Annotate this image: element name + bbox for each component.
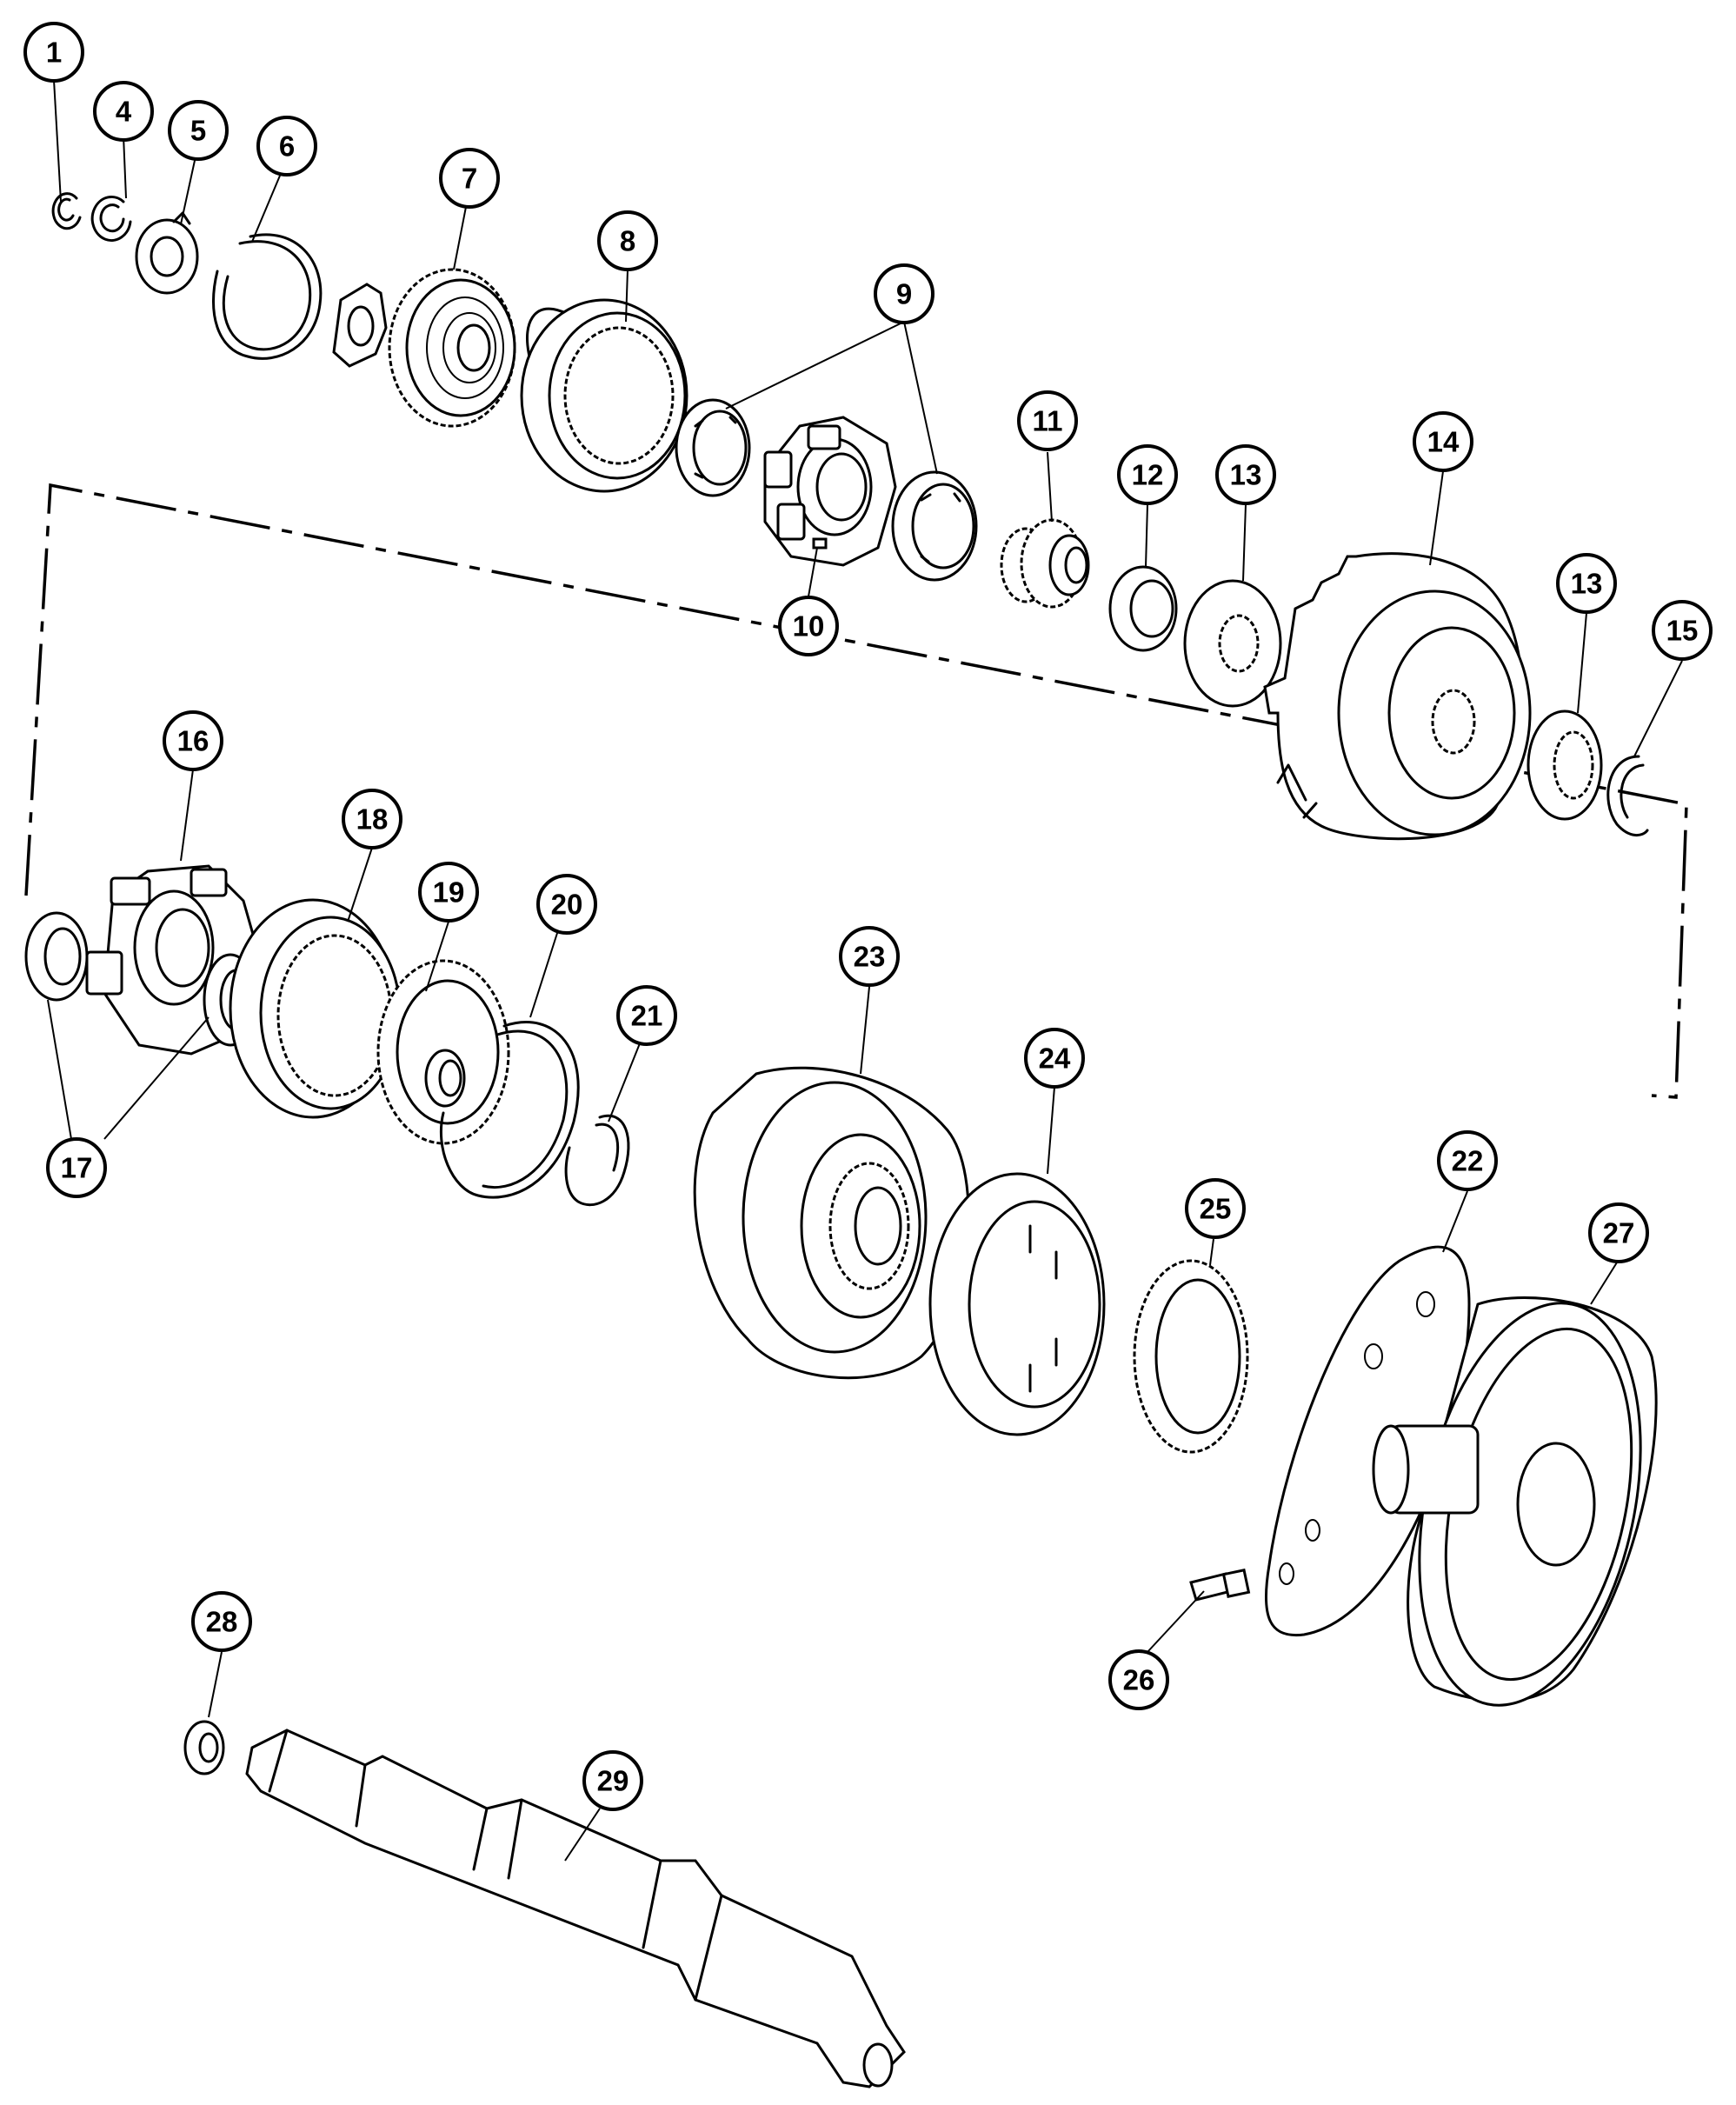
- callout-11: 11: [1017, 390, 1078, 451]
- part-sun-gear-11: [1000, 518, 1090, 609]
- callout-15: 15: [1652, 600, 1713, 661]
- part-snap-ring-15: [1606, 755, 1649, 836]
- callout-13b: 13: [1556, 553, 1617, 614]
- callout-26: 26: [1108, 1649, 1169, 1710]
- part-seal-ring-21: [564, 1114, 630, 1207]
- part-one-way-clutch-25: [1133, 1259, 1249, 1454]
- callout-18: 18: [342, 789, 402, 849]
- callout-5: 5: [168, 100, 229, 161]
- callout-4: 4: [93, 81, 154, 142]
- part-thrust-washer-5: [135, 211, 199, 295]
- part-thrust-bearing-9a: [675, 398, 751, 497]
- callout-23: 23: [839, 926, 900, 987]
- callout-13a: 13: [1215, 444, 1276, 505]
- callout-16: 16: [163, 710, 223, 771]
- callout-13a-label: 13: [1230, 459, 1262, 491]
- callout-22-label: 22: [1452, 1145, 1484, 1177]
- callout-6-label: 6: [279, 130, 295, 163]
- callout-16-label: 16: [177, 725, 210, 757]
- callout-20-label: 20: [551, 889, 583, 921]
- callout-23-label: 23: [854, 941, 886, 973]
- callout-7-label: 7: [462, 163, 477, 195]
- callout-10-label: 10: [793, 610, 825, 643]
- part-gear-7: [388, 268, 516, 428]
- part-thrust-washer-17a: [24, 911, 89, 1002]
- callout-6: 6: [256, 116, 317, 177]
- part-snap-ring-6: [211, 233, 323, 360]
- part-pump-housing-27: [1372, 1296, 1658, 1707]
- part-washer-28: [183, 1720, 225, 1775]
- callout-24: 24: [1024, 1028, 1085, 1089]
- part-clutch-drum-14: [1263, 552, 1532, 841]
- callout-15-label: 15: [1666, 615, 1699, 647]
- callout-13b-label: 13: [1571, 568, 1603, 600]
- callout-17-label: 17: [61, 1152, 93, 1184]
- callout-20: 20: [536, 874, 597, 935]
- part-clutch-plate-19: [376, 959, 510, 1145]
- callout-17: 17: [46, 1137, 107, 1198]
- callout-12: 12: [1117, 444, 1178, 505]
- callout-8-label: 8: [620, 225, 635, 257]
- callout-21-label: 21: [631, 1000, 663, 1032]
- callout-19: 19: [418, 862, 479, 923]
- callout-26-label: 26: [1123, 1664, 1155, 1696]
- part-snap-ring-4: [90, 195, 132, 242]
- part-planetary-carrier-10: [763, 416, 897, 567]
- callout-1: 1: [23, 22, 84, 83]
- part-snap-ring-1: [51, 192, 82, 230]
- part-clutch-drum-23: [693, 1066, 970, 1380]
- callout-29: 29: [582, 1750, 643, 1811]
- leader-lines: [47, 79, 1683, 1862]
- callout-27-label: 27: [1603, 1217, 1635, 1249]
- part-thrust-washer-13b: [1526, 709, 1603, 821]
- part-input-shaft-29: [245, 1729, 906, 2088]
- part-ring-gear-8: [520, 298, 688, 493]
- part-thrust-bearing-9b: [891, 470, 978, 582]
- callout-9-label: 9: [896, 278, 912, 310]
- callout-28: 28: [191, 1591, 252, 1652]
- callout-24-label: 24: [1039, 1043, 1071, 1075]
- callout-1-label: 1: [46, 37, 62, 69]
- callout-19-label: 19: [433, 876, 465, 909]
- part-ring-gear-18: [229, 898, 402, 1119]
- part-retainer-plate: [332, 283, 388, 368]
- assembly-boundary-line: [24, 483, 1688, 1099]
- callout-14-label: 14: [1427, 426, 1460, 458]
- part-gasket-22: [1264, 1245, 1471, 1637]
- part-seal-ring-20: [439, 1021, 580, 1199]
- callout-12-label: 12: [1132, 459, 1164, 491]
- callout-28-label: 28: [206, 1606, 238, 1638]
- callout-21: 21: [616, 985, 677, 1046]
- callout-4-label: 4: [116, 96, 132, 128]
- callout-5-label: 5: [190, 115, 206, 147]
- callout-14: 14: [1413, 411, 1473, 472]
- callout-7: 7: [439, 148, 500, 209]
- callout-18-label: 18: [356, 803, 389, 836]
- part-thrust-washer-13a: [1183, 579, 1282, 708]
- callout-29-label: 29: [597, 1765, 629, 1797]
- callout-8: 8: [597, 210, 658, 271]
- callout-25: 25: [1185, 1178, 1246, 1239]
- part-bushing-12: [1108, 565, 1178, 652]
- callout-27: 27: [1588, 1202, 1649, 1263]
- callout-22: 22: [1437, 1130, 1498, 1191]
- callout-11-label: 11: [1033, 405, 1063, 437]
- part-cylinder-24: [928, 1172, 1106, 1436]
- callout-9: 9: [874, 263, 935, 324]
- callout-10: 10: [778, 596, 839, 656]
- callout-25-label: 25: [1200, 1193, 1232, 1225]
